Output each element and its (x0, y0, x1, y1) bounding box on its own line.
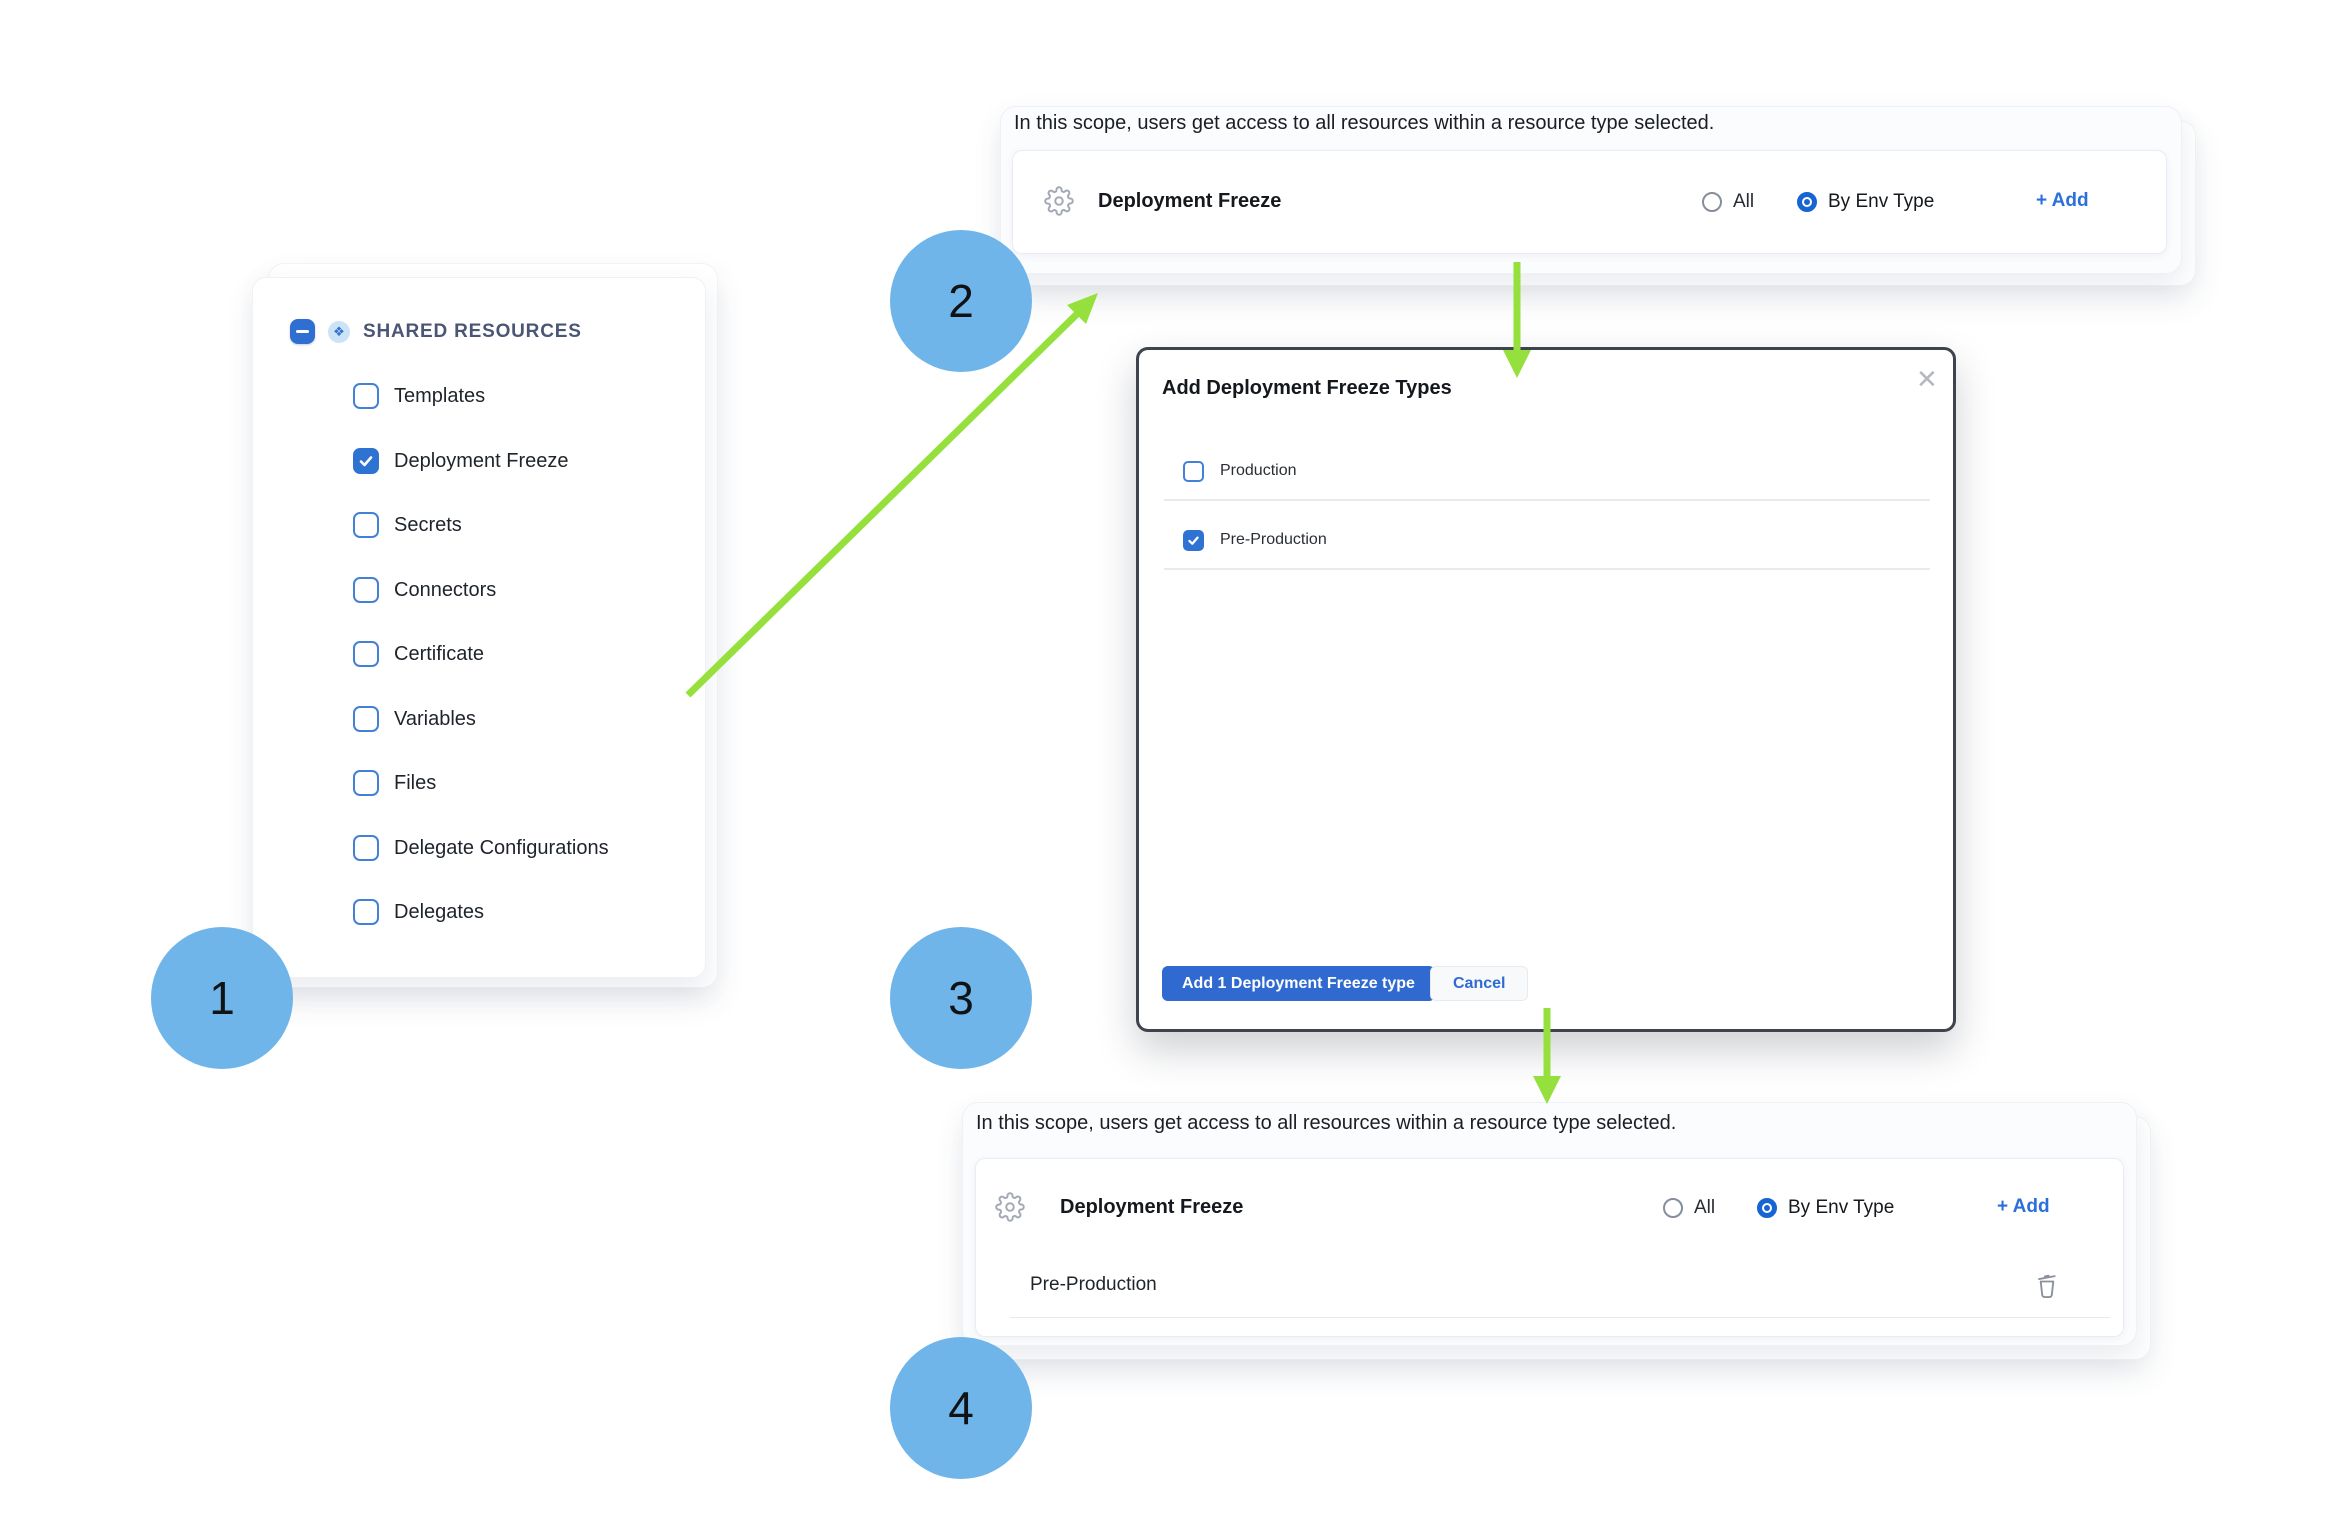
radio-icon-unselected[interactable] (1663, 1198, 1683, 1218)
modal-row-pre-production[interactable]: Pre-Production (1164, 512, 1930, 570)
radio-icon-unselected[interactable] (1702, 192, 1722, 212)
gear-icon (995, 1192, 1025, 1222)
resource-item-label: Deployment Freeze (394, 449, 569, 472)
resource-type-card-top (1012, 150, 2167, 254)
resource-item-connectors[interactable]: Connectors (353, 573, 496, 607)
radio-by-env-label: By Env Type (1828, 191, 1935, 212)
checkbox-checked[interactable] (353, 448, 379, 474)
shared-resources-panel (252, 277, 706, 978)
resource-type-label-text: Deployment Freeze (1098, 189, 1282, 212)
checkbox-unchecked[interactable] (353, 706, 379, 732)
modal-row-label: Production (1220, 462, 1297, 479)
resource-item-delegates[interactable]: Delegates (353, 895, 484, 929)
step-number: 1 (209, 972, 235, 1024)
resource-item-variables[interactable]: Variables (353, 702, 476, 736)
trash-icon[interactable] (2033, 1271, 2061, 1299)
radio-all-label: All (1733, 191, 1755, 212)
resource-item-secrets[interactable]: Secrets (353, 508, 462, 542)
checkbox-checked[interactable] (1183, 529, 1204, 551)
step-circle-2: 2 (890, 230, 1032, 372)
radio-by-env-type-top[interactable]: By Env Type (1797, 191, 1934, 213)
resource-type-label-bottom: Deployment Freeze (1060, 1190, 1243, 1224)
checkbox-unchecked[interactable] (353, 577, 379, 603)
resource-type-card-bottom (975, 1158, 2124, 1337)
resource-item-label: Variables (394, 707, 476, 730)
arrow-list-to-top-panel (685, 293, 1098, 698)
radio-icon-selected[interactable] (1797, 192, 1817, 212)
step-number: 3 (948, 972, 974, 1024)
radio-all-top[interactable]: All (1702, 191, 1754, 213)
radio-icon-selected[interactable] (1757, 1198, 1777, 1218)
radio-all-bottom[interactable]: All (1663, 1197, 1715, 1219)
checkbox-unchecked[interactable] (353, 641, 379, 667)
add-link-label: + Add (2036, 190, 2089, 211)
resource-item-label: Secrets (394, 513, 462, 536)
shared-resources-title: SHARED RESOURCES (363, 320, 582, 342)
checkbox-unchecked[interactable] (353, 383, 379, 409)
modal-title: Add Deployment Freeze Types (1162, 377, 1452, 399)
add-link-bottom[interactable]: + Add (1997, 1196, 2050, 1218)
step-circle-3: 3 (890, 927, 1032, 1069)
minus-icon (296, 330, 309, 333)
cancel-button[interactable]: Cancel (1430, 966, 1529, 1001)
resource-item-deployment-freeze[interactable]: Deployment Freeze (353, 444, 569, 478)
row-divider (1010, 1317, 2110, 1318)
modal-row-production[interactable]: Production (1164, 443, 1930, 501)
resource-item-label: Connectors (394, 578, 497, 601)
checkbox-unchecked[interactable] (353, 512, 379, 538)
resource-item-label: Templates (394, 384, 486, 407)
shared-resources-header: ❖ SHARED RESOURCES (290, 319, 582, 344)
step-circle-1: 1 (151, 927, 293, 1069)
radio-by-env-type-bottom[interactable]: By Env Type (1757, 1197, 1894, 1219)
checkbox-unchecked[interactable] (353, 899, 379, 925)
resource-type-label-text: Deployment Freeze (1060, 1195, 1244, 1218)
radio-by-env-label: By Env Type (1788, 1197, 1895, 1218)
step-number: 4 (948, 1382, 974, 1434)
modal-row-label: Pre-Production (1220, 531, 1327, 548)
checkbox-unchecked[interactable] (353, 770, 379, 796)
gear-icon (1044, 186, 1074, 216)
shared-resources-icon: ❖ (333, 324, 345, 339)
checkbox-unchecked[interactable] (353, 835, 379, 861)
resource-item-files[interactable]: Files (353, 766, 436, 800)
add-link-label: + Add (1997, 1196, 2050, 1217)
resource-item-label: Delegates (394, 900, 485, 923)
add-deployment-freeze-type-button[interactable]: Add 1 Deployment Freeze type (1162, 966, 1435, 1001)
add-link-top[interactable]: + Add (2036, 190, 2089, 212)
resource-item-label: Certificate (394, 642, 485, 665)
step-circle-4: 4 (890, 1337, 1032, 1479)
scope-description: In this scope, users get access to all r… (976, 1112, 1677, 1134)
scope-description: In this scope, users get access to all r… (1014, 112, 1715, 134)
resource-item-label: Files (394, 771, 437, 794)
resource-item-templates[interactable]: Templates (353, 379, 485, 413)
radio-all-label: All (1694, 1197, 1716, 1218)
close-icon[interactable]: ✕ (1916, 364, 1938, 394)
resource-item-delegate-configurations[interactable]: Delegate Configurations (353, 831, 609, 865)
resource-item-certificate[interactable]: Certificate (353, 637, 484, 671)
shared-resources-module-badge: ❖ (328, 320, 350, 343)
env-type-row-label: Pre-Production (1030, 1274, 1157, 1295)
collapse-minus-button[interactable] (290, 319, 315, 344)
resource-item-label: Delegate Configurations (394, 836, 609, 859)
resource-type-label-top: Deployment Freeze (1098, 184, 1281, 218)
step-number: 2 (948, 275, 974, 327)
checkbox-unchecked[interactable] (1183, 460, 1204, 482)
